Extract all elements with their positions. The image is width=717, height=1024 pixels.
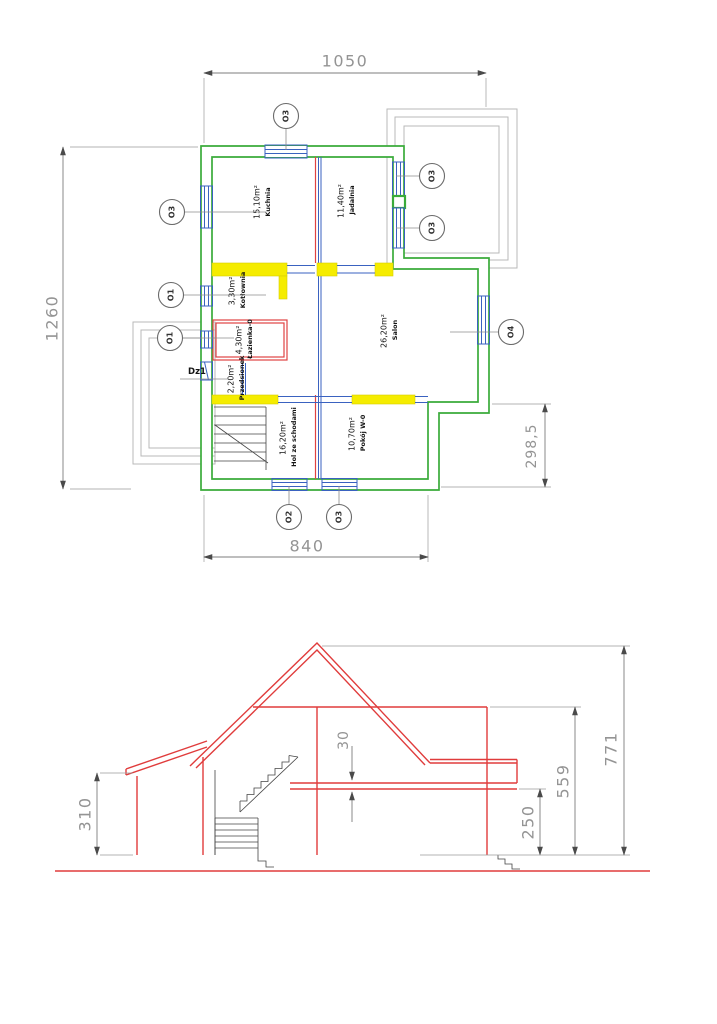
window-bottom-right (321, 478, 358, 491)
svg-text:Łazienka-0: Łazienka-0 (246, 319, 254, 360)
window-tag-bottom-left: O2 (275, 486, 303, 531)
svg-text:Pokój W-0: Pokój W-0 (359, 414, 367, 451)
room-label-kuchnia: Kuchnia 15,10m² (253, 185, 273, 219)
room-label-pokoj: Pokój W-0 10,70m² (348, 414, 368, 451)
svg-text:O3: O3 (335, 511, 344, 523)
svg-text:16,20m²: 16,20m² (279, 421, 288, 455)
section-view: 310 30 250 559 771 (55, 642, 650, 872)
window-left-lower (200, 330, 213, 349)
dim-porch-height: 310 (76, 772, 133, 856)
window-tag-left-middle: O1 (157, 281, 266, 309)
svg-text:O3: O3 (168, 206, 177, 218)
svg-text:O3: O3 (428, 222, 437, 234)
door-label: Dz1 (180, 367, 228, 380)
floor-plan: Kuchnia 15,10m² Jadalnia 11,40m² Kotłown… (43, 52, 551, 562)
dim-left: 1260 (43, 146, 198, 490)
svg-text:O2: O2 (285, 511, 294, 523)
window-tag-bottom-right: O3 (325, 486, 353, 531)
svg-text:O1: O1 (166, 331, 175, 344)
svg-text:Hol ze schodami: Hol ze schodami (290, 407, 298, 467)
svg-text:O3: O3 (282, 110, 291, 122)
window-tag-left-upper: O3 (158, 198, 266, 226)
room-label-lazienka: Łazienka-0 4,30m² (235, 319, 255, 360)
svg-text:298,5: 298,5 (524, 423, 540, 468)
window-salon (477, 295, 490, 345)
svg-text:1260: 1260 (43, 295, 62, 342)
room-label-hol: Hol ze schodami 16,20m² (279, 407, 299, 467)
window-left-middle (200, 285, 213, 307)
room-label-przedsionek: Przedsionek 2,20m² (227, 355, 247, 400)
dim-bottom: 840 (203, 495, 429, 562)
section-walls (136, 706, 517, 855)
svg-text:Dz1: Dz1 (188, 367, 206, 377)
svg-text:11,40m²: 11,40m² (337, 184, 346, 218)
staircase-section (214, 755, 520, 870)
svg-text:O4: O4 (507, 325, 516, 338)
room-label-kotlownia: Kotłownia 3,30m² (228, 272, 248, 309)
svg-text:840: 840 (289, 537, 324, 556)
window-right-upper (392, 161, 405, 197)
svg-text:4,30m²: 4,30m² (235, 326, 244, 355)
svg-text:Salon: Salon (391, 319, 399, 340)
terrace-upper-outline (386, 108, 518, 269)
dim-slab-thickness: 30 (336, 730, 355, 822)
svg-text:Przedsionek: Przedsionek (238, 355, 246, 400)
window-tag-right-upper: O3 (396, 162, 446, 190)
svg-text:2,20m²: 2,20m² (227, 365, 236, 394)
window-tag-left-lower: O1 (156, 324, 234, 352)
exterior-steps (497, 855, 520, 870)
partition-lower-horizontal (211, 394, 428, 405)
svg-text:30: 30 (336, 730, 352, 750)
window-left-upper (200, 185, 213, 229)
partition-vertical (314, 157, 322, 479)
radiator-block (391, 194, 407, 210)
dim-wallplate-height: 559 (490, 706, 581, 856)
svg-text:Kuchnia: Kuchnia (264, 187, 272, 216)
svg-text:26,20m²: 26,20m² (380, 314, 389, 348)
window-tag-top: O3 (272, 102, 300, 150)
staircase-plan (214, 406, 269, 470)
window-tag-right-lower: O3 (396, 214, 446, 242)
svg-text:Kotłownia: Kotłownia (239, 272, 247, 309)
svg-text:559: 559 (554, 763, 573, 798)
svg-text:O3: O3 (428, 170, 437, 182)
partition-upper-horizontal (211, 262, 394, 300)
svg-text:15,10m²: 15,10m² (253, 185, 262, 219)
room-label-jadalnia: Jadalnia 11,40m² (337, 184, 357, 218)
dim-ridge-height: 771 (322, 645, 630, 856)
window-bottom-left (271, 478, 308, 491)
svg-text:3,30m²: 3,30m² (228, 277, 237, 306)
svg-text:1050: 1050 (322, 52, 369, 71)
dim-right: 298,5 (441, 403, 551, 488)
svg-text:310: 310 (76, 796, 95, 831)
svg-text:10,70m²: 10,70m² (348, 417, 357, 451)
svg-text:O1: O1 (167, 288, 176, 301)
svg-text:250: 250 (519, 804, 538, 839)
roof-outline (125, 642, 518, 783)
window-tag-salon: O4 (450, 318, 525, 346)
svg-text:Jadalnia: Jadalnia (348, 185, 356, 215)
svg-text:771: 771 (602, 731, 621, 766)
dim-floor-height: 250 (519, 788, 546, 856)
dim-top: 1050 (203, 52, 487, 143)
room-label-salon: Salon 26,20m² (380, 314, 400, 348)
entrance-door (200, 361, 213, 381)
